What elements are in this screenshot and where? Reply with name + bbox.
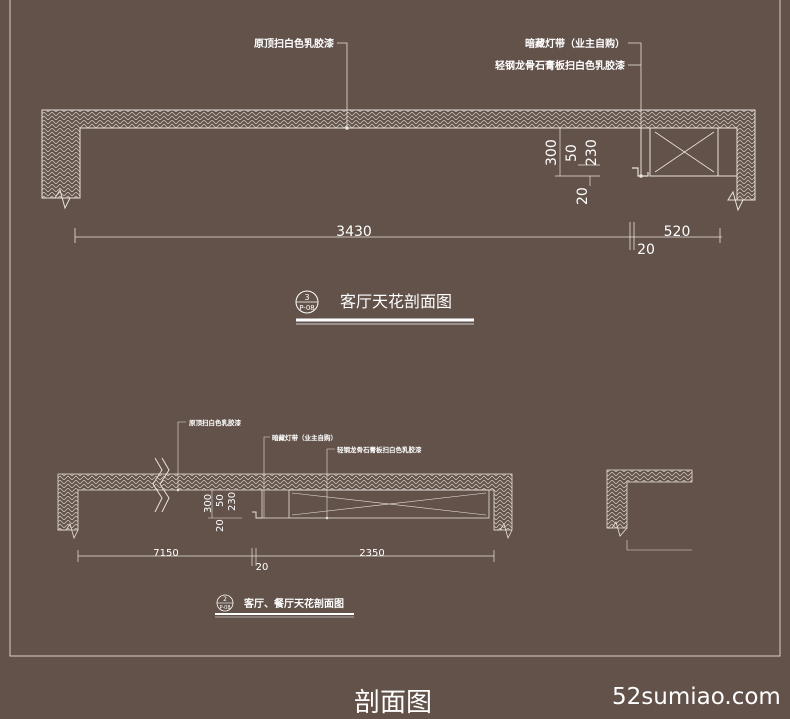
dim-230-1: 230 [584,139,600,166]
dim-300-1: 300 [544,139,560,166]
section-2: 原顶扫白色乳胶漆 暗藏灯带（业主自购） 轻钢龙骨石膏板扫白色乳胶漆 300 50… [57,418,513,618]
dim-50-2: 50 [215,494,226,507]
break-mark-left-1 [42,188,80,210]
leader-dot-3 [176,488,180,492]
dim-520-1: 520 [664,224,691,240]
ceiling-slab-2 [57,473,513,531]
break-mark-left-2 [58,523,79,540]
leader-ceiling-paint-2 [177,421,186,490]
leader-dot-1 [345,126,349,130]
badge-bottom-2: P-08 [219,605,230,611]
break-mark-partial [607,521,628,537]
badge-bottom-1: P-08 [299,304,315,312]
dim-2350-2: 2350 [359,548,384,559]
dim-50-1: 50 [564,144,580,162]
light-strip-fixture-1 [632,167,649,177]
leader-dot-2 [639,174,643,178]
drawing-frame [9,0,781,657]
partial-slab [606,469,693,529]
leader-gypsum-2 [326,448,335,518]
label-ceiling-paint-1: 原顶扫白色乳胶漆 [254,37,334,50]
partial-detail [606,469,693,551]
leader-hidden-light-1 [628,42,642,176]
label-hidden-light-1: 暗藏灯带（业主自购） [525,37,625,50]
label-gypsum-1: 轻钢龙骨石膏板扫白色乳胶漆 [495,59,625,72]
label-gypsum-2: 轻钢龙骨石膏板扫白色乳胶漆 [337,445,422,454]
footer-label: 剖面图 [354,688,433,718]
leader-dot-4 [325,516,329,520]
section-title-1: 客厅天花剖面图 [340,292,452,311]
dim-300-2: 300 [203,494,214,513]
badge-top-1: 3 [304,293,309,302]
break-cut-b-2 [159,457,170,513]
gypsum-box-1 [649,127,719,177]
break-cut-a-2 [152,457,163,513]
gypsum-box-2 [288,489,490,519]
ceiling-slab-1 [41,109,756,201]
gypsum-box-cross-b-1 [654,131,715,173]
dim-230-2: 230 [227,492,238,511]
section-1: 原顶扫白色乳胶漆 暗藏灯带（业主自购） 轻钢龙骨石膏板扫白色乳胶漆 300 50… [41,37,756,325]
label-hidden-light-2: 暗藏灯带（业主自购） [272,433,337,442]
footer-brand: 52sumiao.com [612,684,781,710]
gypsum-box-cross-b-2 [291,492,487,516]
leader-ceiling-paint-1 [337,42,348,128]
light-strip-fixture-2 [252,511,262,519]
dim-3430-1: 3430 [336,224,372,240]
leader-hidden-light-2 [263,436,270,518]
badge-top-2: 2 [223,596,227,603]
dim-20-gap-2: 20 [256,562,269,573]
section-title-2: 客厅、餐厅天花剖面图 [243,597,344,610]
dim-20-small-2: 20 [215,519,226,532]
dim-7150-2: 7150 [153,548,178,559]
break-mark-right-1 [727,190,755,212]
label-ceiling-paint-2: 原顶扫白色乳胶漆 [189,418,242,427]
dim-20-small-1: 20 [575,187,591,205]
dim-20-gap-1: 20 [637,242,655,258]
break-mark-right-2 [494,523,513,540]
